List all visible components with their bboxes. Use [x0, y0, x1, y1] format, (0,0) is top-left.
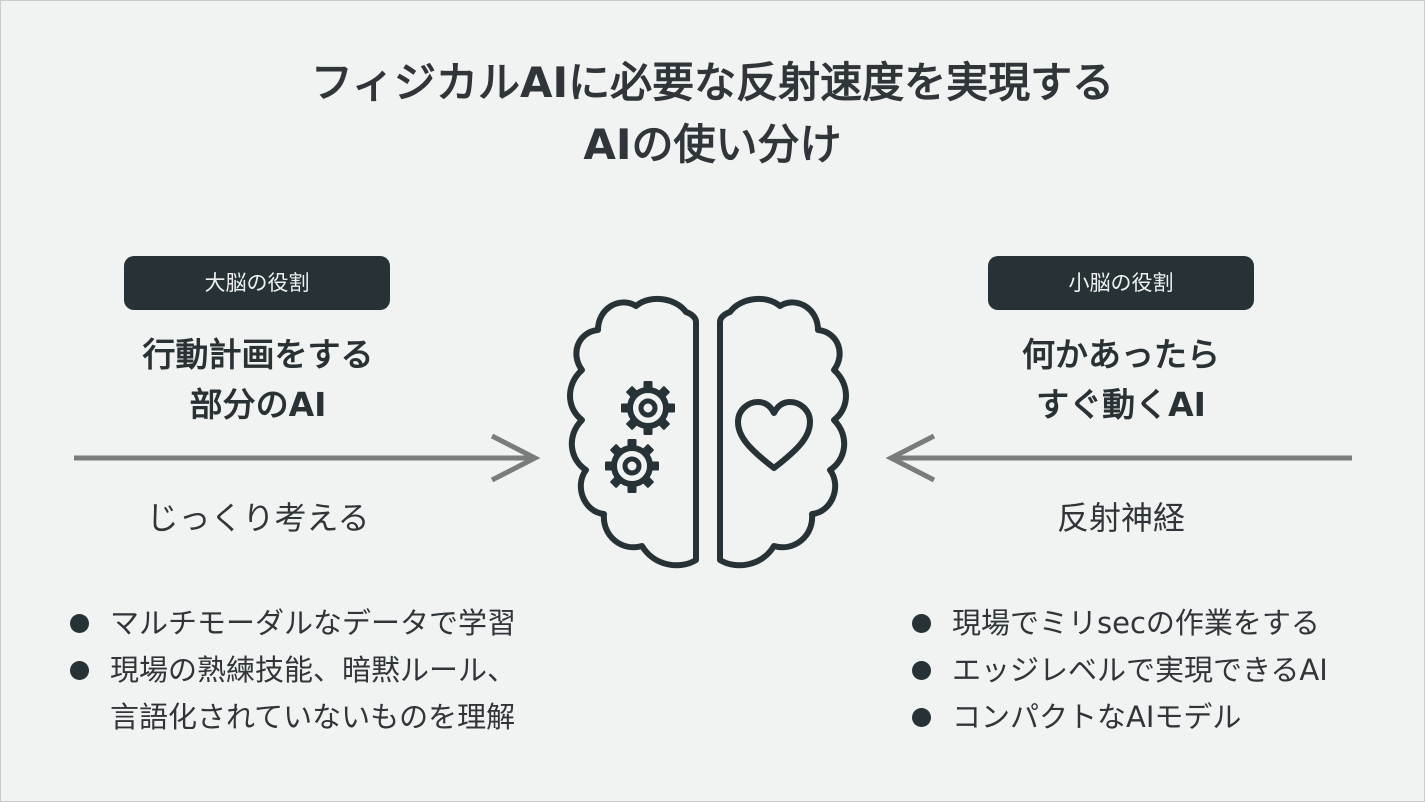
- list-item-text: 現場の熟練技能、暗黙ルール、: [110, 653, 517, 687]
- cerebrum-subtitle: じっくり考える: [146, 499, 370, 537]
- brain-icon: [567, 295, 849, 569]
- list-item: エッジレベルで実現できるAI: [912, 647, 1328, 694]
- cerebellum-subtitle: 反射神経: [1056, 499, 1185, 537]
- bullet-dot-icon: [912, 614, 931, 633]
- title-line-1: フィジカルAIに必要な反射速度を実現する: [310, 58, 1115, 107]
- heart-icon: [735, 399, 813, 471]
- bullet-dot-icon: [70, 614, 89, 633]
- bullet-dot-icon: [912, 708, 931, 727]
- right-hemisphere-outline: [717, 295, 849, 569]
- cerebrum-headline: 行動計画をする 部分のAI: [48, 330, 468, 430]
- cerebellum-bullet-list: 現場でミリsecの作業をする エッジレベルで実現できるAI コンパクトなAIモデ…: [912, 600, 1328, 741]
- bullet-dot-icon: [70, 661, 89, 680]
- left-hemisphere-outline: [567, 295, 699, 569]
- list-item: マルチモーダルなデータで学習: [70, 600, 516, 647]
- list-item-text: マルチモーダルなデータで学習: [110, 606, 517, 640]
- list-item-continuation: 言語化されていないものを理解: [110, 700, 516, 734]
- bullet-dot-icon: [912, 661, 931, 680]
- cerebellum-headline-line-1: 何かあったら: [1022, 335, 1220, 374]
- cerebrum-role-tag: 大脳の役割: [124, 256, 390, 310]
- list-item-text: 現場でミリsecの作業をする: [952, 606, 1320, 640]
- cerebellum-role-tag: 小脳の役割: [988, 256, 1254, 310]
- list-item: 現場の熟練技能、暗黙ルール、: [70, 647, 516, 694]
- cerebellum-headline-line-2: すぐ動くAI: [1036, 385, 1206, 424]
- list-item: コンパクトなAIモデル: [912, 694, 1328, 741]
- left-arrow-icon: [885, 433, 1352, 483]
- cerebrum-headline-line-1: 行動計画をする: [142, 335, 374, 374]
- slide-title: フィジカルAIに必要な反射速度を実現する AIの使い分け: [0, 52, 1425, 176]
- cerebrum-bullet-list: マルチモーダルなデータで学習 現場の熟練技能、暗黙ルール、 言語化されていないも…: [70, 600, 516, 741]
- cerebrum-headline-line-2: 部分のAI: [189, 385, 327, 424]
- gears-icon: [605, 381, 675, 493]
- right-arrow-icon: [74, 433, 541, 483]
- cerebellum-headline: 何かあったら すぐ動くAI: [911, 330, 1331, 430]
- list-item: 現場でミリsecの作業をする: [912, 600, 1328, 647]
- list-item-text: コンパクトなAIモデル: [952, 700, 1242, 734]
- list-item-text: エッジレベルで実現できるAI: [952, 653, 1328, 687]
- title-line-2: AIの使い分け: [583, 120, 842, 169]
